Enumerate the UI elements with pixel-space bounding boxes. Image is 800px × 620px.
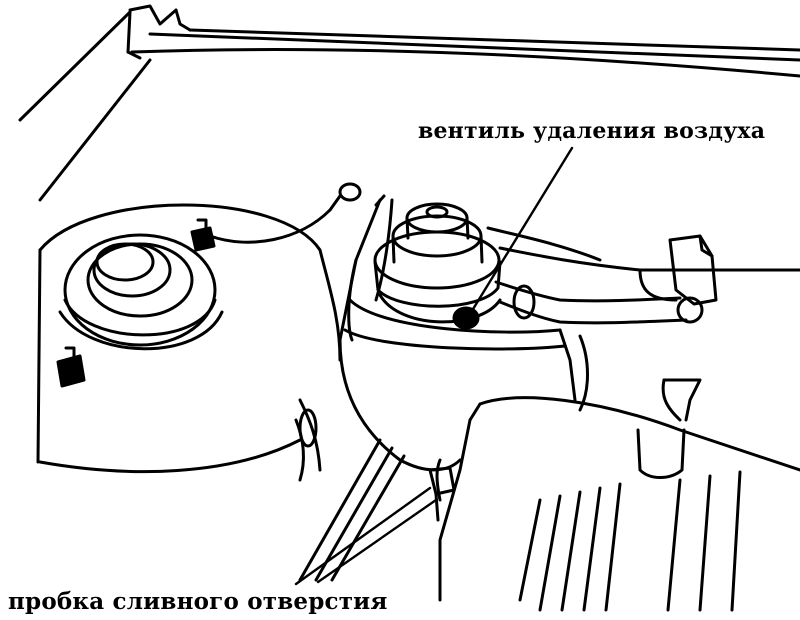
tank-cap bbox=[373, 202, 502, 324]
bleed-valve bbox=[452, 306, 480, 330]
strut-tower bbox=[36, 203, 342, 482]
strut-nut-left bbox=[56, 346, 86, 388]
leader-drain-plug-2 bbox=[316, 498, 438, 584]
leader-lines bbox=[294, 146, 574, 586]
sensor-wire bbox=[208, 182, 362, 244]
bleed-valve-label: вентиль удаления воздуха bbox=[418, 118, 766, 144]
drain-plug-label: пробка сливного отверстия bbox=[8, 588, 388, 615]
drain-plug bbox=[428, 466, 456, 522]
expansion-tank bbox=[298, 194, 589, 582]
leader-bleed-valve bbox=[468, 146, 574, 316]
hose-clip bbox=[638, 234, 718, 306]
coolant-hose bbox=[486, 226, 800, 325]
hood-edge-lines bbox=[18, 4, 800, 202]
air-filter-housing bbox=[438, 378, 800, 612]
leader-drain-plug-1 bbox=[294, 486, 432, 586]
strut-nut-top bbox=[190, 218, 216, 252]
